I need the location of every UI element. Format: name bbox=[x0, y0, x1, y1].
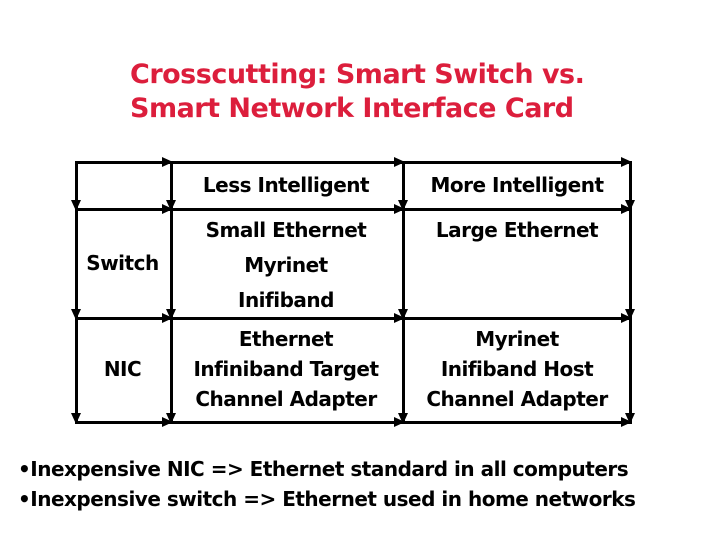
arrowhead-right-icon bbox=[394, 157, 405, 167]
table-line bbox=[402, 161, 405, 424]
arrowhead-down-icon bbox=[166, 309, 176, 320]
table-row-label-switch: Switch bbox=[86, 250, 159, 275]
slide-title: Crosscutting: Smart Switch vs. Smart Net… bbox=[130, 59, 585, 124]
bullet-item: •Inexpensive switch => Ethernet used in … bbox=[18, 487, 636, 511]
table-line bbox=[75, 161, 78, 424]
arrowhead-down-icon bbox=[71, 309, 81, 320]
table-header-more-intelligent: More Intelligent bbox=[430, 172, 604, 197]
table-line bbox=[170, 161, 173, 424]
arrowhead-down-icon bbox=[398, 309, 408, 320]
arrowhead-down-icon bbox=[625, 413, 635, 424]
table-cell-nic-less: Ethernet Infiniband Target Channel Adapt… bbox=[193, 327, 379, 411]
arrowhead-down-icon bbox=[398, 413, 408, 424]
arrowhead-down-icon bbox=[625, 200, 635, 211]
arrowhead-down-icon bbox=[71, 200, 81, 211]
table-line bbox=[75, 421, 632, 424]
bullet-item: •Inexpensive NIC => Ethernet standard in… bbox=[18, 457, 629, 481]
arrowhead-down-icon bbox=[71, 413, 81, 424]
table-line bbox=[75, 317, 632, 320]
arrowhead-down-icon bbox=[398, 200, 408, 211]
arrowhead-down-icon bbox=[166, 413, 176, 424]
arrowhead-right-icon bbox=[162, 157, 173, 167]
table-header-less-intelligent: Less Intelligent bbox=[202, 172, 370, 197]
table-cell-switch-less: Small Ethernet Myrinet Inifiband bbox=[205, 218, 367, 312]
table-line bbox=[75, 208, 632, 211]
table-row-label-nic: NIC bbox=[103, 357, 142, 381]
comparison-table: Less Intelligent More Intelligent Switch… bbox=[71, 157, 635, 427]
table-line bbox=[629, 161, 632, 424]
table-cell-switch-more: Large Ethernet bbox=[435, 218, 599, 242]
table-cell-nic-more: Myrinet Inifiband Host Channel Adapter bbox=[426, 327, 608, 411]
arrowhead-down-icon bbox=[625, 309, 635, 320]
table-line bbox=[75, 161, 632, 164]
arrowhead-down-icon bbox=[166, 200, 176, 211]
bullet-list: •Inexpensive NIC => Ethernet standard in… bbox=[18, 454, 708, 514]
arrowhead-right-icon bbox=[621, 157, 632, 167]
